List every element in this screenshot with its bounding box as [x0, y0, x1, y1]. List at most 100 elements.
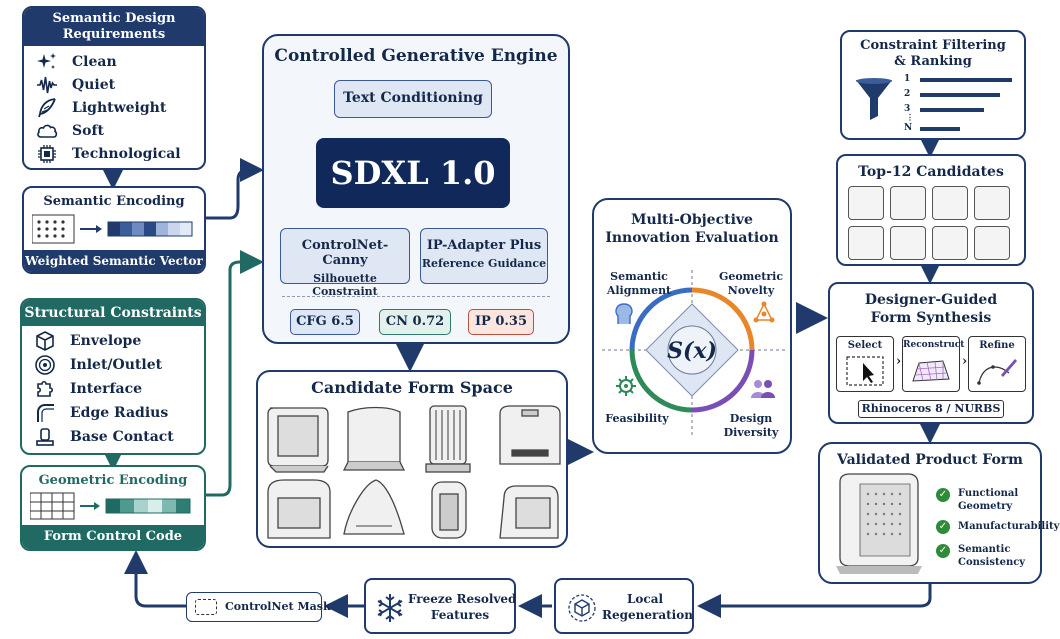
arrow-semantic-to-engine: [206, 158, 264, 220]
top-candidate-thumb: [932, 226, 968, 260]
req-item-technological: Technological: [36, 143, 181, 165]
mask-dashed-icon: [195, 599, 217, 615]
validated-title: Validated Product Form: [837, 452, 1023, 468]
req-label: Quiet: [72, 77, 116, 93]
text-conditioning-label: Text Conditioning: [343, 90, 483, 106]
tool-label-box: Rhinoceros 8 / NURBS: [858, 400, 1004, 418]
structural-constraints-title: Structural Constraints: [22, 300, 204, 326]
snowflake-icon: [377, 594, 403, 622]
constraint-item-envelope: Envelope: [34, 330, 141, 352]
engine-title: Controlled Generative Engine: [274, 46, 558, 66]
generative-engine-panel: Controlled Generative Engine Text Condit…: [262, 34, 570, 344]
semantic-requirements-panel: Semantic Design Requirements Clean Quiet…: [22, 6, 206, 170]
controlnet-mask-label: ControlNet Mask: [225, 600, 331, 613]
rank-n: N: [904, 123, 913, 133]
rank-bar-n: [920, 127, 960, 131]
semantic-alignment-label-1: Semantic: [610, 270, 668, 283]
check-label: Functional: [958, 488, 1019, 499]
network-icon: [753, 301, 775, 323]
controlnet-sub: Silhouette Constraint: [312, 272, 378, 298]
arrow-mask-to-code: [124, 550, 186, 608]
semantic-encoding-title: Semantic Encoding: [43, 194, 185, 209]
ip-param-label: IP 0.35: [474, 314, 528, 329]
check-label: Consistency: [958, 557, 1026, 568]
radius-icon: [37, 404, 54, 422]
constraint-item-inlet: Inlet/Outlet: [34, 354, 162, 376]
candidate-space-panel: Candidate Form Space: [256, 370, 568, 548]
constraint-label: Envelope: [70, 333, 142, 349]
candidate-form-7: [431, 481, 467, 539]
candidate-forms-grid: [267, 405, 561, 539]
soundwave-icon: [37, 76, 57, 94]
ipadapter-box: IP-Adapter Plus Reference Guidance: [420, 228, 548, 284]
cn-param-label: CN 0.72: [385, 314, 445, 329]
semantic-encoding-panel: Semantic Encoding Weighted Semantic Vect…: [22, 186, 206, 274]
freeze-label-1: Freeze Resolved: [408, 592, 517, 606]
check-icon: ✓: [936, 488, 950, 502]
req-item-lightweight: Lightweight: [36, 97, 166, 119]
text-conditioning-box: Text Conditioning: [334, 80, 492, 118]
step-reconstruct: Reconstruct: [902, 336, 965, 392]
semantic-requirements-title: Semantic Design Requirements: [24, 8, 204, 46]
geometric-novelty-label-1: Geometric: [718, 270, 784, 283]
funnel-icon: [856, 78, 892, 120]
constraint-label: Base Contact: [70, 429, 174, 445]
cursor-icon: [846, 356, 884, 386]
sdxl-model-label: SDXL 1.0: [330, 154, 496, 192]
constraint-item-base-contact: Base Contact: [34, 426, 174, 448]
form-control-code-label: Form Control Code: [22, 525, 204, 549]
constraint-label: Inlet/Outlet: [70, 357, 163, 373]
top-candidate-thumb: [890, 186, 926, 220]
check-label: Geometry: [958, 501, 1013, 512]
req-item-clean: Clean: [36, 51, 117, 73]
top-candidate-thumb: [848, 186, 884, 220]
head-icon: [615, 303, 633, 324]
step-refine: Refine: [968, 336, 1026, 392]
rank-3: 3: [904, 104, 911, 114]
req-label: Soft: [72, 123, 104, 139]
step-reconstruct-label: Reconstruct: [903, 340, 965, 350]
structural-constraints-panel: Structural Constraints Envelope Inlet/Ou…: [20, 298, 206, 455]
controlnet-box: ControlNet-Canny Silhouette Constraint: [280, 228, 410, 298]
semantic-vector-graphic: [32, 214, 193, 244]
local-regeneration-box: Local Regeneration: [554, 578, 694, 634]
evaluation-title-2: Innovation Evaluation: [605, 230, 779, 246]
top-candidate-thumb: [932, 186, 968, 220]
cfg-param-label: CFG 6.5: [296, 314, 354, 329]
req-label: Clean: [72, 54, 117, 70]
regen-label-1: Local: [626, 592, 664, 606]
pen-curve-icon: [977, 359, 1017, 385]
controlnet-title: ControlNet-Canny: [301, 238, 389, 268]
top-candidates-panel: Top-12 Candidates: [836, 154, 1026, 266]
geometric-encoding-panel: Geometric Encoding Form Control Code: [20, 465, 206, 551]
cfg-param-pill: CFG 6.5: [290, 309, 360, 335]
check-label: Semantic: [958, 544, 1011, 555]
ip-param-pill: IP 0.35: [468, 309, 534, 335]
req-label: Lightweight: [72, 100, 167, 116]
people-icon: [751, 380, 775, 398]
req-item-quiet: Quiet: [36, 74, 115, 96]
feasibility-label: Feasibility: [605, 412, 669, 425]
synthesis-title-2: Form Synthesis: [870, 310, 992, 326]
sparkle-icon: [37, 53, 56, 69]
candidate-form-2: [342, 406, 406, 471]
step-refine-label: Refine: [979, 340, 1015, 351]
constraint-label: Interface: [70, 381, 143, 397]
req-label: Technological: [72, 146, 181, 162]
step-select-label: Select: [847, 340, 883, 351]
geometric-encoding-title: Geometric Encoding: [38, 473, 188, 488]
validated-panel: Validated Product Form ✓ Functional Geom…: [818, 442, 1059, 584]
puzzle-icon: [37, 380, 54, 397]
design-diversity-label-2: Diversity: [723, 426, 779, 439]
arrow-validated-to-regen: [697, 584, 932, 618]
cloud-icon: [37, 124, 58, 138]
ipadapter-title: IP-Adapter Plus: [426, 238, 542, 253]
freeze-label-2: Features: [430, 608, 490, 622]
cube-icon: [36, 331, 54, 351]
top-candidate-thumb: [848, 226, 884, 260]
candidate-form-4: [499, 405, 561, 465]
regen-label-2: Regeneration: [602, 608, 693, 622]
geometric-code-graphic: [30, 492, 191, 520]
constraint-label: Edge Radius: [70, 405, 169, 421]
constraint-item-edge-radius: Edge Radius: [34, 402, 168, 424]
